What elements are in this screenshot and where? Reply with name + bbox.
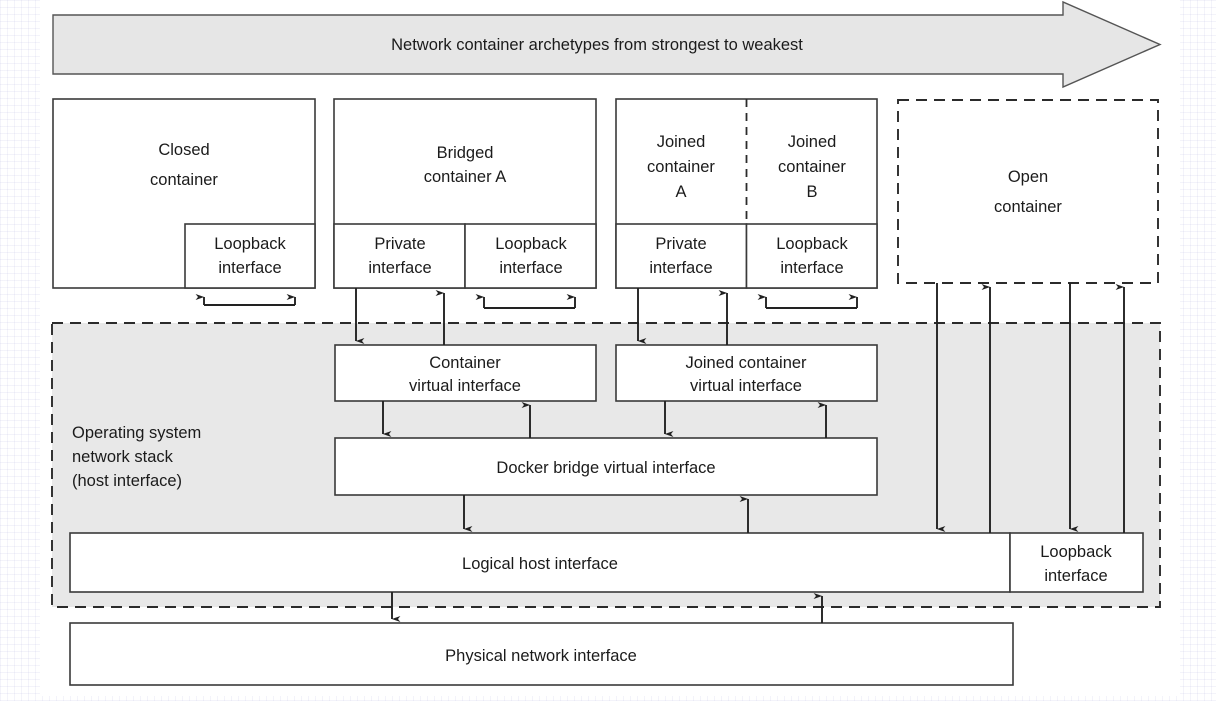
connector-lines — [355, 283, 1125, 623]
container-virtual-interface[interactable]: Container virtual interface — [334, 344, 597, 402]
closed-container-title-line2: container — [150, 171, 218, 189]
bridged-private-interface[interactable]: Private interface — [333, 223, 466, 289]
bridged-loopback-connector — [475, 294, 576, 309]
joined-loopback-label-line2: interface — [780, 259, 843, 277]
joined-b-title-line3: B — [806, 183, 817, 201]
joined-private-interface[interactable]: Private interface — [615, 223, 748, 289]
closed-container-loopback-interface[interactable]: Loopback interface — [184, 223, 316, 289]
joined-a-title-line1: Joined — [657, 133, 706, 151]
bridged-private-label-line2: interface — [368, 259, 431, 277]
joined-vif-label-line1: Joined container — [685, 354, 807, 372]
host-loopback-label-line2: interface — [1044, 567, 1107, 585]
closed-loopback-label-line1: Loopback — [214, 235, 286, 253]
open-container[interactable]: Open container — [897, 99, 1159, 284]
bridged-container-title-line2: container A — [424, 168, 507, 186]
physical-network-interface[interactable]: Physical network interface — [69, 622, 1014, 686]
host-loopback-interface[interactable]: Loopback interface — [1009, 532, 1144, 593]
joined-private-label-line1: Private — [655, 235, 706, 253]
joined-vif-label-line2: virtual interface — [690, 377, 802, 395]
closed-loopback-label-line2: interface — [218, 259, 281, 277]
joined-containers[interactable]: Joined container A Joined container B Pr… — [615, 98, 878, 309]
open-container-title-line1: Open — [1008, 168, 1048, 186]
os-stack-label-line2: network stack — [72, 448, 174, 466]
physical-network-label: Physical network interface — [445, 647, 637, 665]
joined-private-label-line2: interface — [649, 259, 712, 277]
joined-a-title-line2: container — [647, 158, 715, 176]
bridged-container-a[interactable]: Bridged container A Private interface Lo… — [333, 98, 597, 309]
bridged-loopback-label-line2: interface — [499, 259, 562, 277]
joined-loopback-connector — [757, 294, 858, 309]
bridged-container-title-line1: Bridged — [437, 144, 494, 162]
joined-b-title-line1: Joined — [788, 133, 837, 151]
os-stack-label-line3: (host interface) — [72, 472, 182, 490]
archetype-banner-arrow: Network container archetypes from strong… — [52, 0, 1162, 89]
logical-host-interface[interactable]: Logical host interface — [69, 532, 1011, 593]
host-loopback-label-line1: Loopback — [1040, 543, 1112, 561]
docker-bridge-virtual-interface[interactable]: Docker bridge virtual interface — [334, 437, 878, 496]
closed-loopback-connector — [195, 294, 296, 306]
os-stack-label-line1: Operating system — [72, 424, 201, 442]
logical-host-label: Logical host interface — [462, 555, 618, 573]
bridged-loopback-label-line1: Loopback — [495, 235, 567, 253]
joined-loopback-label-line1: Loopback — [776, 235, 848, 253]
container-vif-label-line2: virtual interface — [409, 377, 521, 395]
banner-label: Network container archetypes from strong… — [391, 36, 803, 54]
open-container-title-line2: container — [994, 198, 1062, 216]
joined-container-virtual-interface[interactable]: Joined container virtual interface — [615, 344, 878, 402]
closed-container-title-line1: Closed — [158, 141, 209, 159]
closed-container[interactable]: Closed container Loopback interface — [52, 98, 316, 306]
joined-b-title-line2: container — [778, 158, 846, 176]
bridged-loopback-interface[interactable]: Loopback interface — [464, 223, 597, 289]
bridged-private-label-line1: Private — [374, 235, 425, 253]
joined-loopback-interface[interactable]: Loopback interface — [745, 223, 878, 289]
docker-bridge-label: Docker bridge virtual interface — [496, 459, 715, 477]
container-vif-label-line1: Container — [429, 354, 501, 372]
joined-a-title-line3: A — [675, 183, 686, 201]
